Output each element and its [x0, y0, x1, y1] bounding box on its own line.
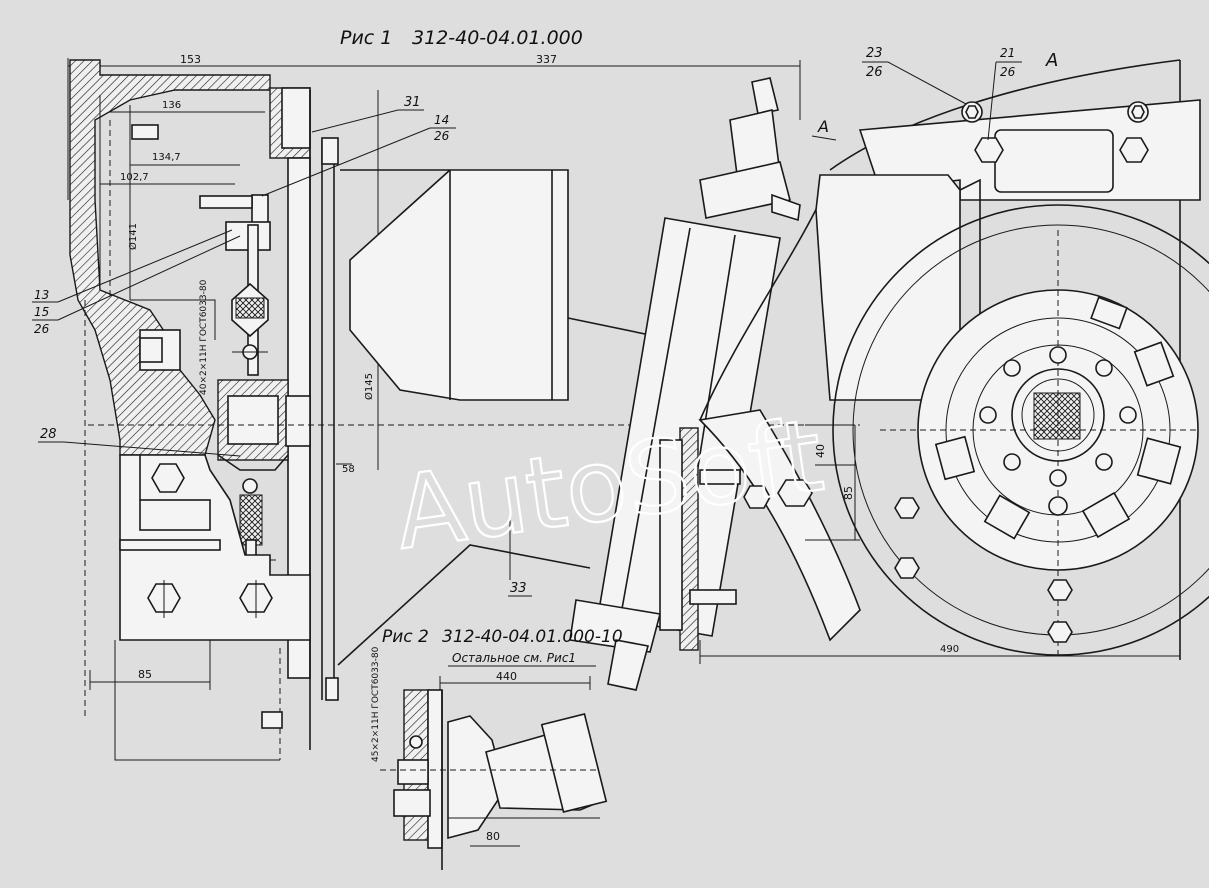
roller-blocks: [934, 296, 1182, 540]
dim-337: 337: [536, 53, 557, 66]
curved-guide: 40 85: [659, 179, 861, 651]
dim-80: 80: [486, 830, 500, 843]
fig1-label: Рис 1: [340, 27, 392, 49]
callout-14: 14: [434, 113, 449, 127]
dim-490: 490: [940, 644, 959, 655]
dim-102-7: 102,7: [120, 172, 149, 183]
dim-134-7: 134,7: [152, 152, 181, 163]
callout-26-c: 26: [866, 65, 883, 80]
dim-153: 153: [180, 53, 201, 66]
dim-58: 58: [342, 464, 355, 475]
drive-shaft: А: [569, 77, 837, 691]
callout-26-d: 26: [1000, 65, 1016, 79]
figure-2: Рис 2 312-40-04.01.000-10 Остальное см. …: [371, 627, 623, 870]
motor-assembly: [337, 169, 651, 666]
fig2-label: Рис 2: [382, 627, 429, 647]
dim-136: 136: [162, 100, 181, 111]
callout-15: 15: [34, 305, 49, 319]
dim-440: 440: [496, 670, 517, 683]
dim-40: 40: [814, 444, 827, 458]
figure-1-title: Рис 1 312-40-04.01.000: [340, 27, 583, 49]
view-a-label: А: [1045, 50, 1058, 71]
spline-note-2: 45×2×11Н ГОСТ6033-80: [371, 646, 381, 762]
callout-21: 21: [1000, 46, 1015, 60]
callout-13: 13: [34, 288, 49, 302]
dim-d145: Ø145: [363, 373, 375, 400]
callout-33: 33: [510, 581, 527, 596]
view-a: 490 А: [699, 50, 1209, 664]
callout-28: 28: [40, 427, 57, 442]
callouts: 31 14 26 13 15 26 28 33 23 26 21 26: [32, 46, 1022, 597]
fig1-code: 312-40-04.01.000: [412, 27, 583, 49]
fig2-note: Остальное см. Рис1: [452, 651, 576, 665]
watermark: AutoSoft: [388, 397, 830, 573]
fig2-code: 312-40-04.01.000-10: [442, 627, 623, 647]
callout-26-b: 26: [34, 322, 50, 336]
callout-26-a: 26: [434, 129, 450, 143]
bolt-circle: [979, 346, 1137, 516]
spline-note-1: 40×2×11Н ГОСТ6033-80: [199, 279, 209, 395]
dim-d141: Ø141: [127, 223, 139, 250]
dim-85-right: 85: [842, 486, 855, 500]
callout-23: 23: [866, 46, 883, 61]
view-arrow-label: А: [817, 117, 829, 136]
dim-85-left: 85: [138, 668, 152, 681]
callout-31: 31: [404, 95, 421, 110]
